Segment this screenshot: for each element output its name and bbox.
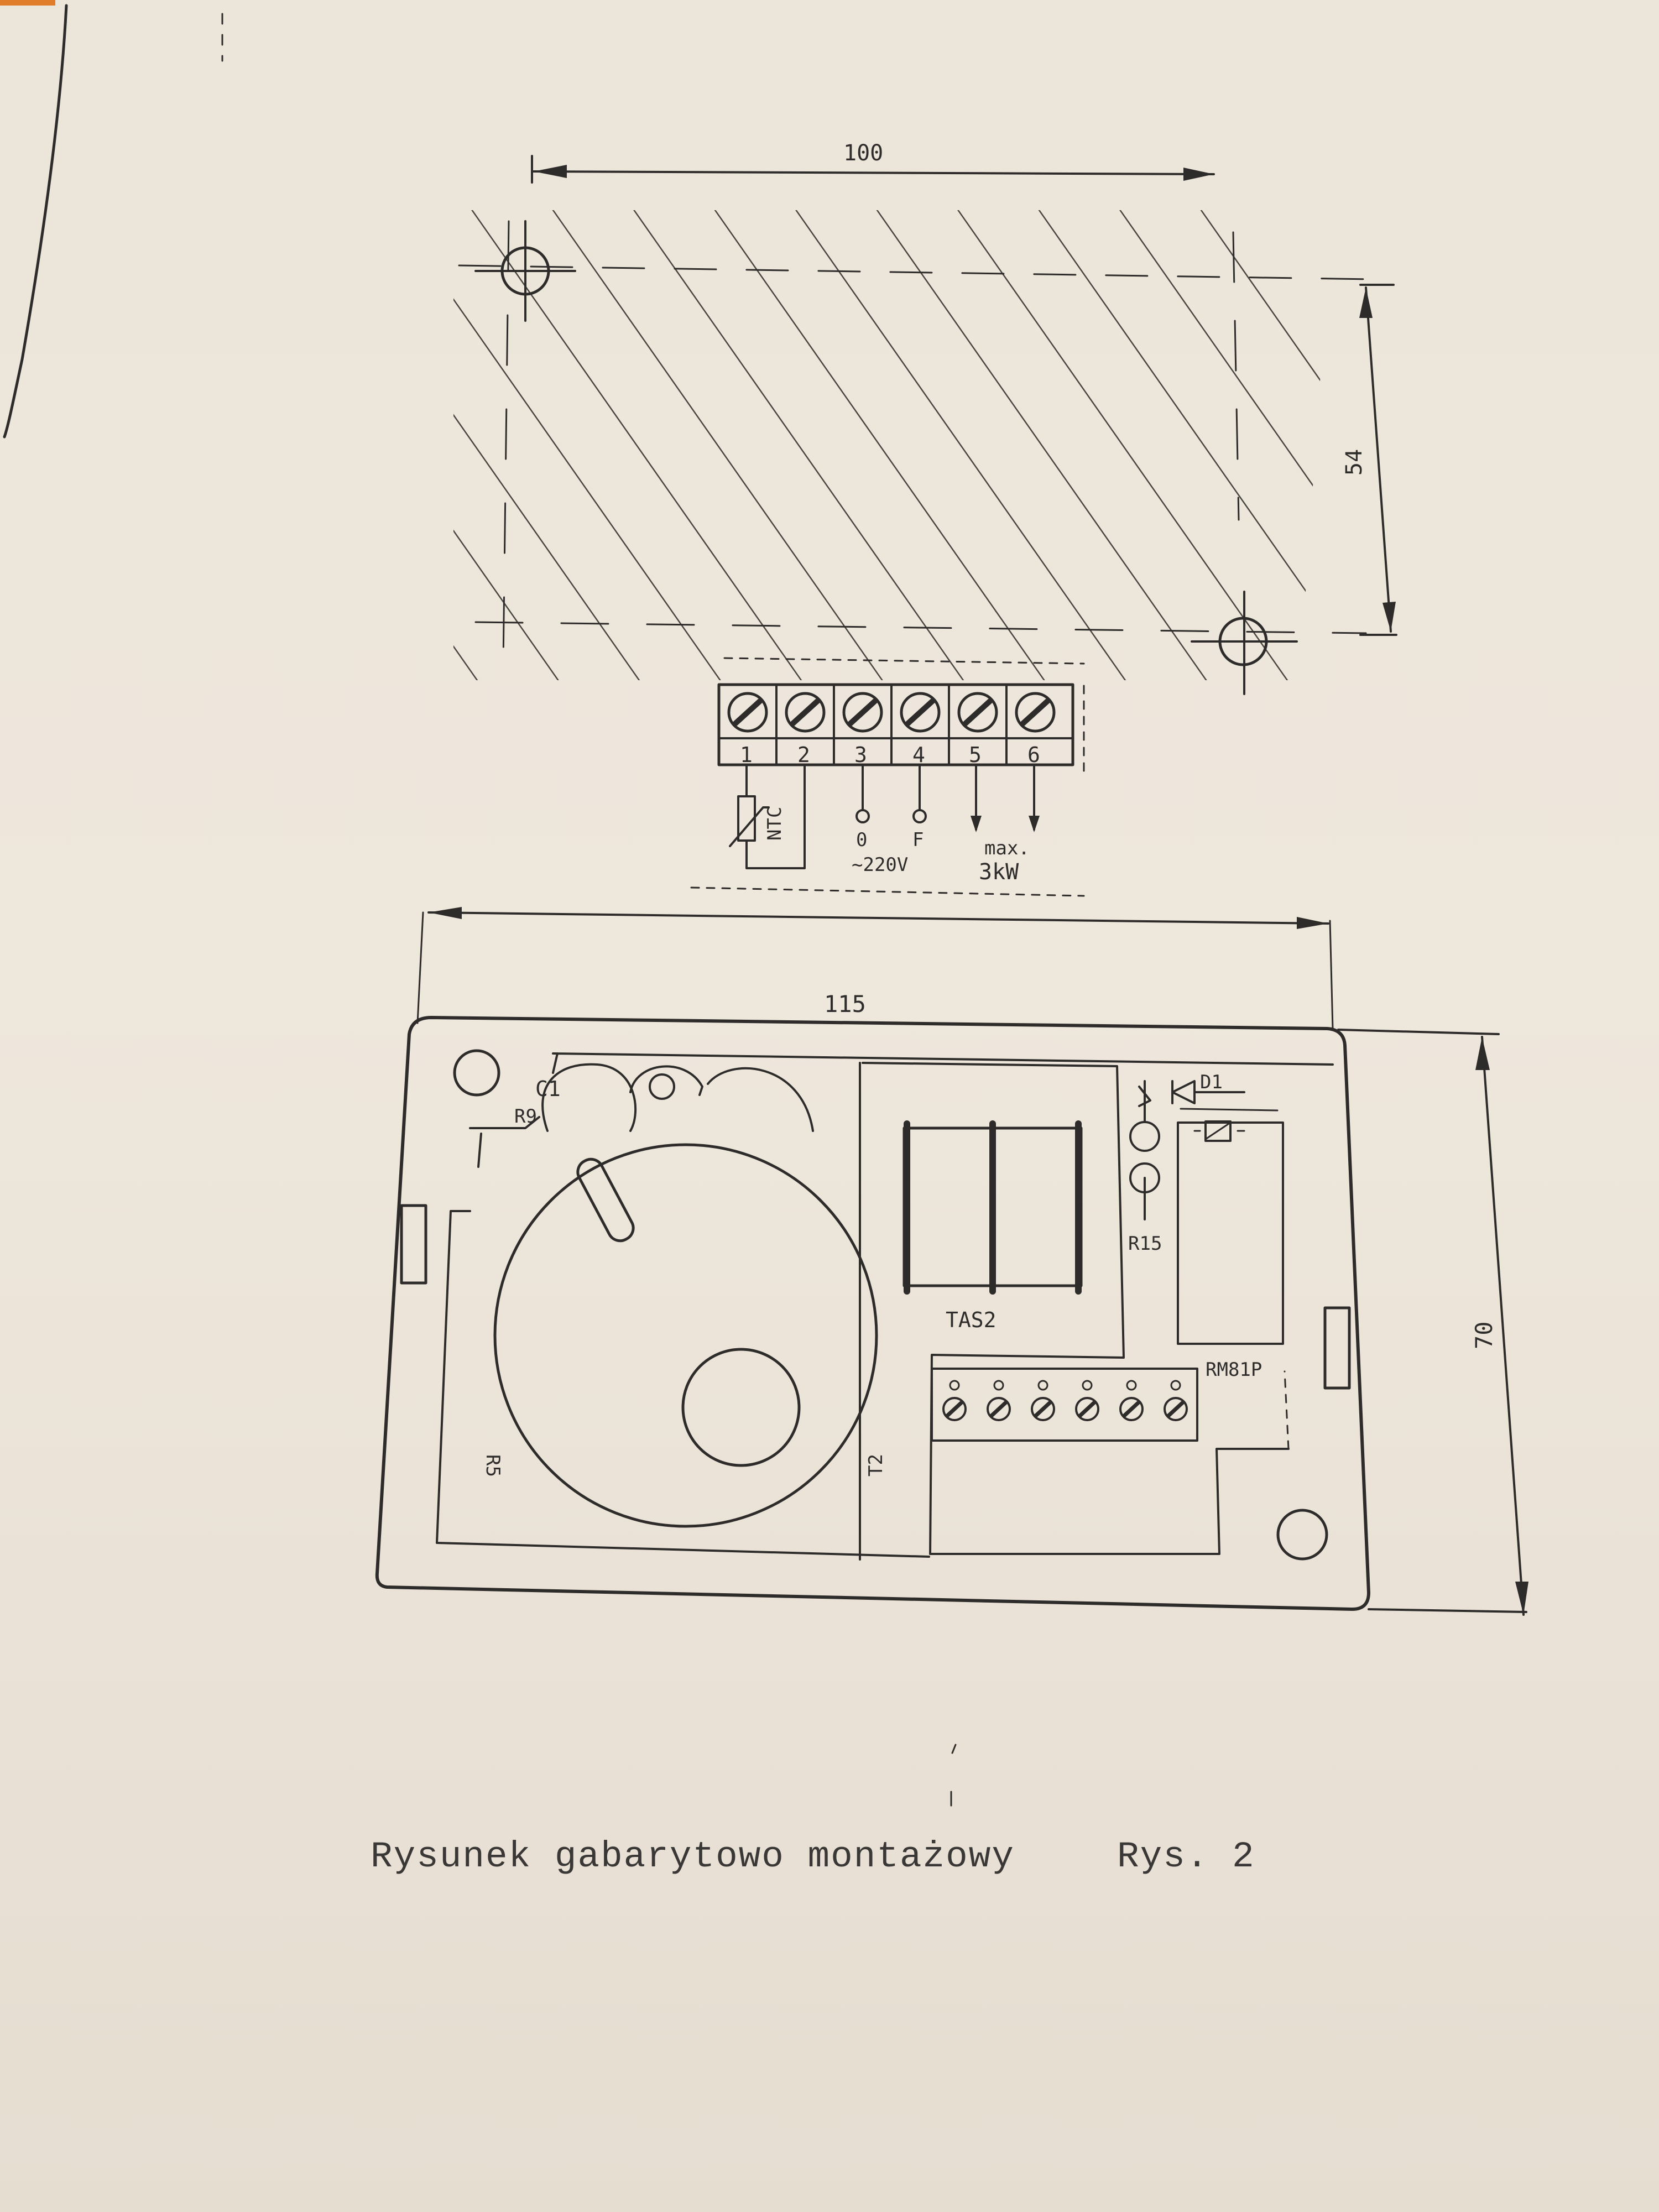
- terminal-screw-slot: [790, 698, 820, 726]
- component-label-r5: R5: [482, 1454, 504, 1477]
- component-label-c1: C1: [535, 1077, 561, 1101]
- terminal-number-1: 1: [740, 743, 753, 767]
- component-label-t2: T2: [865, 1454, 887, 1477]
- table-edge: [0, 0, 55, 6]
- terminal-number-6: 6: [1027, 743, 1040, 767]
- component-label-d1: D1: [1200, 1071, 1223, 1093]
- board-terminal-hole: [1126, 1380, 1137, 1391]
- terminal-block: 1 2 3 4 5 6 NTC 0 F ~220V max. 3kW: [690, 657, 1085, 897]
- mounting-hole-device-top-left: [453, 1049, 500, 1097]
- terminal-number-4: 4: [912, 743, 925, 767]
- terminal-number-5: 5: [969, 743, 982, 767]
- board-terminal-screw-3: [1031, 1397, 1055, 1421]
- dimension-label-100: 100: [843, 140, 883, 166]
- knob-pointer: [576, 1157, 635, 1243]
- board-terminal-hole: [949, 1380, 960, 1391]
- terminal-screw-slot: [963, 698, 993, 726]
- board-terminal-screw-slot: [945, 1400, 964, 1418]
- transformer-tas2: TAS2: [902, 1120, 1083, 1332]
- component-r15: R15: [1128, 1080, 1162, 1255]
- terminal-screws: [727, 685, 1056, 766]
- mounting-hole-bottom-right: [1191, 591, 1298, 695]
- mounting-area-top: [453, 210, 1373, 695]
- diode-d1: D1: [1171, 1071, 1245, 1104]
- page-edge-line: [3, 4, 68, 439]
- dimension-bottom-height: 70: [1337, 1029, 1528, 1616]
- potentiometer-knob: T2 R5: [482, 1143, 887, 1528]
- board-terminal-screw-slot: [1166, 1400, 1185, 1418]
- component-label-rm81p: RM81P: [1206, 1359, 1262, 1381]
- board-terminal-hole: [1082, 1380, 1093, 1391]
- load-max-label: max.: [984, 837, 1030, 859]
- side-clip-right: [1323, 1306, 1351, 1390]
- terminal-screw-5: [957, 692, 998, 733]
- board-terminal-screw-2: [987, 1397, 1011, 1421]
- terminal-screw-slot: [733, 698, 763, 726]
- board-terminal-screws: [942, 1380, 1188, 1421]
- dimension-top-width: 100: [531, 140, 1215, 184]
- knob-center-shaft: [681, 1348, 801, 1467]
- component-label-r15: R15: [1128, 1233, 1162, 1255]
- terminal-numbers: 1 2 3 4 5 6: [740, 743, 1040, 767]
- dimension-label-70: 70: [1470, 1321, 1498, 1349]
- supply-voltage-label: ~220V: [852, 854, 908, 876]
- side-clip-left: [400, 1204, 427, 1285]
- board-terminal-screw-slot: [1078, 1400, 1097, 1418]
- caption-figure-number: Rys. 2: [1117, 1836, 1255, 1877]
- terminal-screw-1: [727, 692, 768, 733]
- board-terminal-screw-1: [942, 1397, 967, 1421]
- board-terminal-hole: [1037, 1380, 1048, 1391]
- load-power-label: 3kW: [979, 859, 1019, 885]
- mounting-hole-top-left: [474, 220, 576, 322]
- terminal-screw-slot: [905, 698, 935, 726]
- dimension-top-height: 54: [1342, 284, 1397, 636]
- capacitor-group-c1: C1 R9: [514, 1063, 814, 1132]
- terminal-number-3: 3: [854, 743, 867, 767]
- board-terminal-hole: [1170, 1380, 1181, 1391]
- dimension-label-115: 115: [824, 990, 866, 1018]
- component-label-tas2: TAS2: [946, 1308, 997, 1332]
- board-terminal-screw-slot: [989, 1400, 1008, 1418]
- board-terminal-screw-slot: [1034, 1400, 1052, 1418]
- ntc-sensor-symbol: [729, 765, 806, 869]
- component-label-r9: R9: [514, 1105, 537, 1128]
- dimension-bottom-width: 115: [416, 907, 1334, 1030]
- terminal-screw-slot: [1020, 698, 1050, 726]
- terminal-screw-slot: [848, 698, 878, 726]
- board-terminal-screw-5: [1119, 1397, 1144, 1421]
- dimension-label-54: 54: [1342, 449, 1367, 476]
- board-terminal-screw-slot: [1122, 1400, 1141, 1418]
- terminal-screw-2: [785, 692, 826, 733]
- terminal-screw-4: [900, 692, 941, 733]
- figure-caption: Rysunek gabarytowo montażowy Rys. 2: [371, 1836, 1311, 1902]
- terminal-number-2: 2: [797, 743, 810, 767]
- supply-zero-label: 0: [856, 829, 867, 851]
- relay-rm81p: RM81P: [1177, 1108, 1284, 1381]
- board-terminal-strip: [931, 1368, 1198, 1442]
- ntc-label: NTC: [764, 807, 786, 841]
- board-terminal-hole: [993, 1380, 1004, 1391]
- caption-title: Rysunek gabarytowo montażowy: [371, 1836, 1015, 1877]
- mounting-hole-device-bottom-right: [1276, 1509, 1328, 1561]
- terminal-screw-6: [1015, 692, 1056, 733]
- supply-phase-label: F: [912, 829, 924, 851]
- board-terminal-screw-6: [1164, 1397, 1188, 1421]
- device-enclosure: [375, 1016, 1370, 1611]
- terminal-screw-3: [842, 692, 883, 733]
- stray-mark: [951, 1744, 957, 1754]
- board-terminal-screw-4: [1075, 1397, 1099, 1421]
